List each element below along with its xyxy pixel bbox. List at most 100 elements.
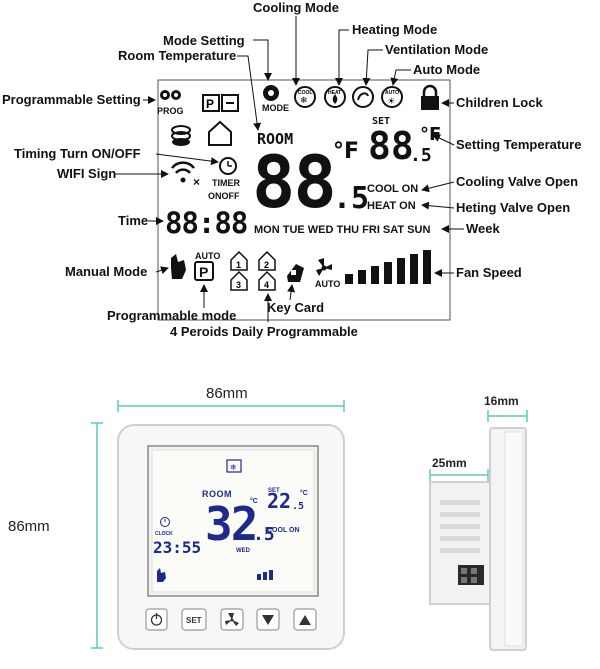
callout-cooling-valve-open: Cooling Valve Open: [456, 174, 578, 189]
fan-bar-1: [345, 274, 353, 284]
prog-label: PROG: [157, 106, 184, 116]
device-cool-icon: ❄: [226, 459, 242, 473]
svg-text:HEAT: HEAT: [328, 90, 341, 96]
set-button[interactable]: SET: [181, 608, 207, 631]
callout-wifi-sign: WIFI Sign: [57, 166, 116, 181]
width-label: 86mm: [206, 385, 248, 402]
down-button[interactable]: [256, 608, 280, 631]
coins-icon: [171, 125, 191, 146]
fan-bar-2: [358, 270, 366, 284]
heat-on-indicator: HEAT ON: [367, 200, 416, 212]
device-clock-label: CLOCK: [155, 531, 173, 537]
device-set-label: SET: [268, 488, 280, 494]
auto-label: AUTO: [195, 251, 220, 261]
callout-heating-mode: Heating Mode: [352, 22, 437, 37]
device-set-temp: 22: [267, 489, 291, 513]
week-days: MON TUE WED THU FRI SAT SUN: [254, 224, 430, 236]
front-view: 86mm 86mm ❄ ROOM SET 22 .5 °C °C 32 .5 C…: [8, 385, 345, 650]
prog-p-letter: P: [206, 97, 214, 111]
device-room-temp: 32: [205, 497, 256, 551]
svg-text:4: 4: [264, 280, 269, 290]
cooling-mode-icon: COOL ❄: [294, 86, 316, 108]
fan-icon: [316, 258, 332, 276]
fan-auto-label: AUTO: [315, 279, 340, 289]
device-set-unit: °C: [300, 489, 308, 497]
period-2-icon: 2: [258, 250, 276, 271]
callout-timing-turn-onoff: Timing Turn ON/OFF: [14, 146, 141, 161]
set-button-label: SET: [186, 616, 202, 625]
svg-text:AUTO: AUTO: [385, 90, 399, 96]
callout-four-periods: 4 Peroids Daily Programmable: [170, 324, 358, 339]
lcd-diagram: MODE COOL ❄ HEAT AUTO ☀: [2, 0, 581, 339]
device-fan-bars: [257, 570, 273, 580]
svg-text:☀: ☀: [387, 97, 395, 107]
mode-gear-icon: [263, 85, 279, 101]
house-icon: [208, 120, 232, 146]
auto-mode-icon: AUTO ☀: [381, 86, 403, 108]
key-card-icon: [287, 264, 304, 282]
callout-time: Time: [118, 213, 148, 228]
fan-bar-4: [384, 262, 392, 284]
lock-icon: [421, 84, 439, 110]
wifi-icon: ×: [171, 161, 200, 189]
fan-bar-5: [397, 258, 405, 284]
height-label: 86mm: [8, 518, 50, 535]
svg-text:3: 3: [236, 280, 241, 290]
set-label: SET: [372, 116, 390, 127]
callout-manual-mode: Manual Mode: [65, 264, 147, 279]
svg-text:❄: ❄: [300, 96, 308, 106]
callout-cooling-mode: Cooling Mode: [253, 0, 339, 15]
heating-mode-icon: HEAT: [324, 86, 346, 108]
onoff-label: ONOFF: [208, 191, 240, 201]
period-3-icon: 3: [230, 270, 248, 291]
device-hand-icon: [157, 568, 166, 582]
svg-text:COOL: COOL: [298, 90, 312, 96]
fan-bar-7: [423, 250, 431, 284]
up-button[interactable]: [293, 608, 317, 631]
device-room-unit: °C: [250, 497, 258, 505]
device-cool-on: COOL ON: [267, 527, 300, 534]
room-unit: °F: [333, 139, 359, 164]
room-label: ROOM: [257, 130, 293, 148]
timer-clock-icon: [219, 157, 237, 175]
period-4-icon: 4: [258, 270, 276, 291]
lcd-outline: [157, 79, 451, 321]
prog-dash-box: [221, 94, 239, 112]
svg-text:❄: ❄: [230, 463, 237, 472]
device-room-decimal: .5: [253, 524, 275, 545]
cool-on-indicator: COOL ON: [367, 183, 418, 195]
fan-button[interactable]: [220, 608, 244, 631]
callout-key-card: Key Card: [267, 300, 324, 315]
fan-bar-3: [371, 266, 379, 284]
terminal-block: [458, 565, 484, 585]
auto-p-letter: P: [199, 264, 208, 280]
period-1-icon: 1: [230, 250, 248, 271]
callout-ventilation-mode: Ventilation Mode: [385, 42, 488, 57]
hand-icon: [171, 254, 186, 279]
callout-auto-mode: Auto Mode: [413, 62, 480, 77]
room-temp-digits: 88: [252, 140, 335, 224]
power-button[interactable]: [145, 608, 168, 631]
room-temp-decimal: .5: [333, 181, 369, 216]
depth-total-label: 16mm: [484, 394, 519, 408]
svg-text:×: ×: [193, 175, 200, 189]
prog-gear-icon: [160, 90, 181, 100]
callout-programmable-setting: Programmable Setting: [2, 92, 141, 107]
fan-speed-bars: [345, 250, 431, 284]
callout-setting-temperature: Setting Temperature: [456, 137, 581, 152]
device-room-label: ROOM: [202, 489, 232, 499]
device-clock-icon: [160, 517, 170, 527]
side-view: 16mm 25mm: [429, 394, 528, 651]
svg-text:1: 1: [236, 260, 241, 270]
fan-bar-6: [410, 254, 418, 284]
callout-fan-speed: Fan Speed: [456, 265, 522, 280]
callout-room-temperature: Room Temperature: [118, 48, 236, 63]
callout-mode-setting: Mode Setting: [163, 33, 245, 48]
depth-body-label: 25mm: [432, 456, 467, 470]
svg-text:2: 2: [264, 260, 269, 270]
set-temp-digits: 88: [368, 124, 414, 168]
set-unit: °F: [420, 124, 441, 145]
ventilation-mode-icon: [352, 86, 374, 108]
callout-week: Week: [466, 221, 500, 236]
